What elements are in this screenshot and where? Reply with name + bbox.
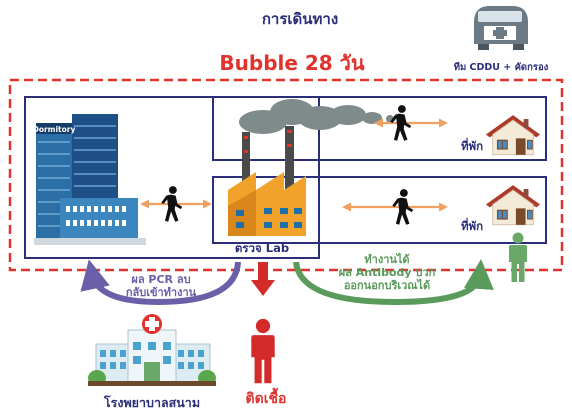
route-top-box [212, 96, 547, 161]
can-go-out-label: ออกนอกบริเวณได้ [344, 278, 430, 292]
ambulance-icon [474, 6, 528, 50]
field-hospital-label: โรงพยาบาลสนาม [103, 395, 200, 410]
person-icon [251, 318, 275, 384]
house-icon [485, 114, 541, 156]
route-bottom-box [212, 176, 547, 244]
dormitory-label: Dormitory [33, 125, 76, 134]
house-icon [485, 184, 541, 226]
home-top-label: ที่พัก [461, 137, 483, 153]
factory-icon [228, 126, 306, 236]
factory-lab-label: ตรวจ Lab [235, 241, 289, 255]
arrow-factory-home-bottom [342, 202, 448, 212]
smoke-cloud [239, 99, 394, 134]
hospital-icon [88, 314, 216, 386]
bubble-label: Bubble 28 วัน [219, 51, 365, 75]
can-work-label: ทำงานได้ [364, 252, 409, 266]
bubble-boundary [8, 78, 564, 272]
arrow-antibody-positive [293, 259, 494, 306]
ambulance-caption: ทีม CDDU + คัดกรอง [454, 61, 549, 73]
dormitory-icon [34, 114, 146, 245]
antibody-positive-label: ผล Antibody บวก [339, 266, 436, 279]
arrow-infected [251, 262, 275, 296]
pcr-negative-label: ผล PCR ลบ [131, 273, 190, 286]
home-bottom-label: ที่พัก [461, 217, 483, 233]
infected-label: ติดเชื้อ [246, 387, 287, 407]
page-title: การเดินทาง [262, 10, 338, 28]
back-to-work-label: กลับเข้าทำงาน [126, 286, 197, 299]
person-icon [509, 232, 527, 282]
arrow-pcr-negative [80, 259, 241, 306]
arrow-factory-home-top [374, 118, 448, 128]
